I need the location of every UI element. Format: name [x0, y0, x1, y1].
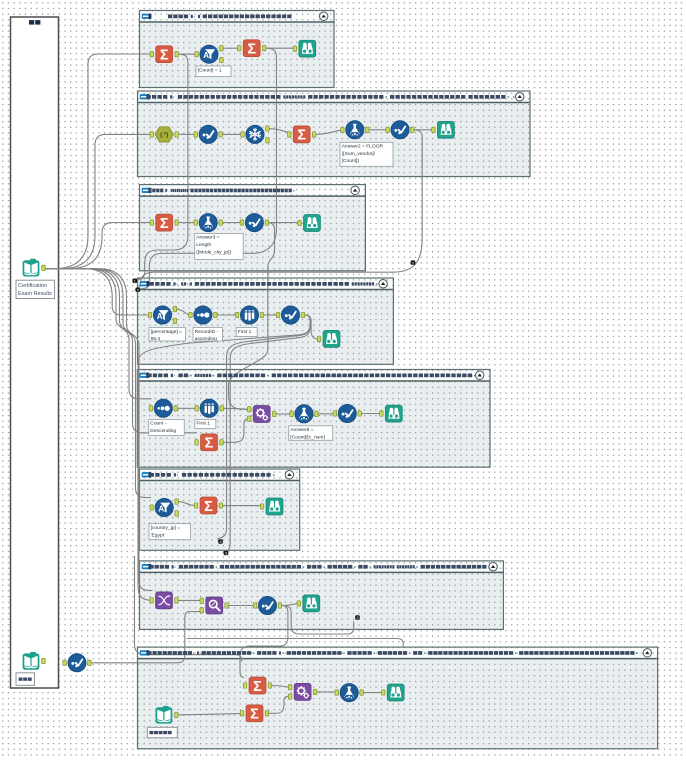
svg-text:First 1: First 1	[196, 421, 210, 427]
svg-text:'Egypt': 'Egypt'	[151, 532, 165, 538]
svg-text:[Count]/[c_num]: [Count]/[c_num]	[290, 434, 325, 440]
svg-text:Count -: Count -	[150, 421, 166, 427]
svg-text:2: 2	[137, 289, 139, 293]
svg-text:[percentage] =: [percentage] =	[151, 329, 183, 335]
svg-text:4: 4	[219, 540, 221, 544]
svg-text:First 1: First 1	[238, 329, 252, 335]
svg-text:RecordID -: RecordID -	[195, 329, 219, 335]
svg-text:3: 3	[356, 616, 358, 620]
svg-text:Certification: Certification	[18, 283, 47, 289]
svg-text:Answer3 =: Answer3 =	[196, 235, 219, 241]
svg-text:95.4: 95.4	[151, 336, 161, 342]
svg-text:[country_jp] =: [country_jp] =	[151, 525, 181, 531]
svg-text:[Count] = 1: [Count] = 1	[198, 67, 222, 73]
svg-text:Answer2 = FLOOR: Answer2 = FLOOR	[342, 144, 384, 150]
svg-text:Exam Results: Exam Results	[18, 291, 52, 297]
svg-text:3: 3	[225, 552, 227, 556]
svg-text:([Sum_vendor]/: ([Sum_vendor]/	[342, 151, 376, 157]
svg-text:ascending: ascending	[195, 336, 218, 342]
svg-text:([Mode_city_jp]): ([Mode_city_jp])	[196, 249, 231, 255]
svg-text:1: 1	[134, 280, 136, 284]
svg-text:[Count]): [Count])	[342, 158, 360, 164]
svg-text:Descending: Descending	[150, 428, 176, 434]
svg-text:Length: Length	[196, 242, 211, 248]
svg-text:2: 2	[412, 261, 414, 265]
svg-text:Answer5 =: Answer5 =	[290, 427, 313, 433]
